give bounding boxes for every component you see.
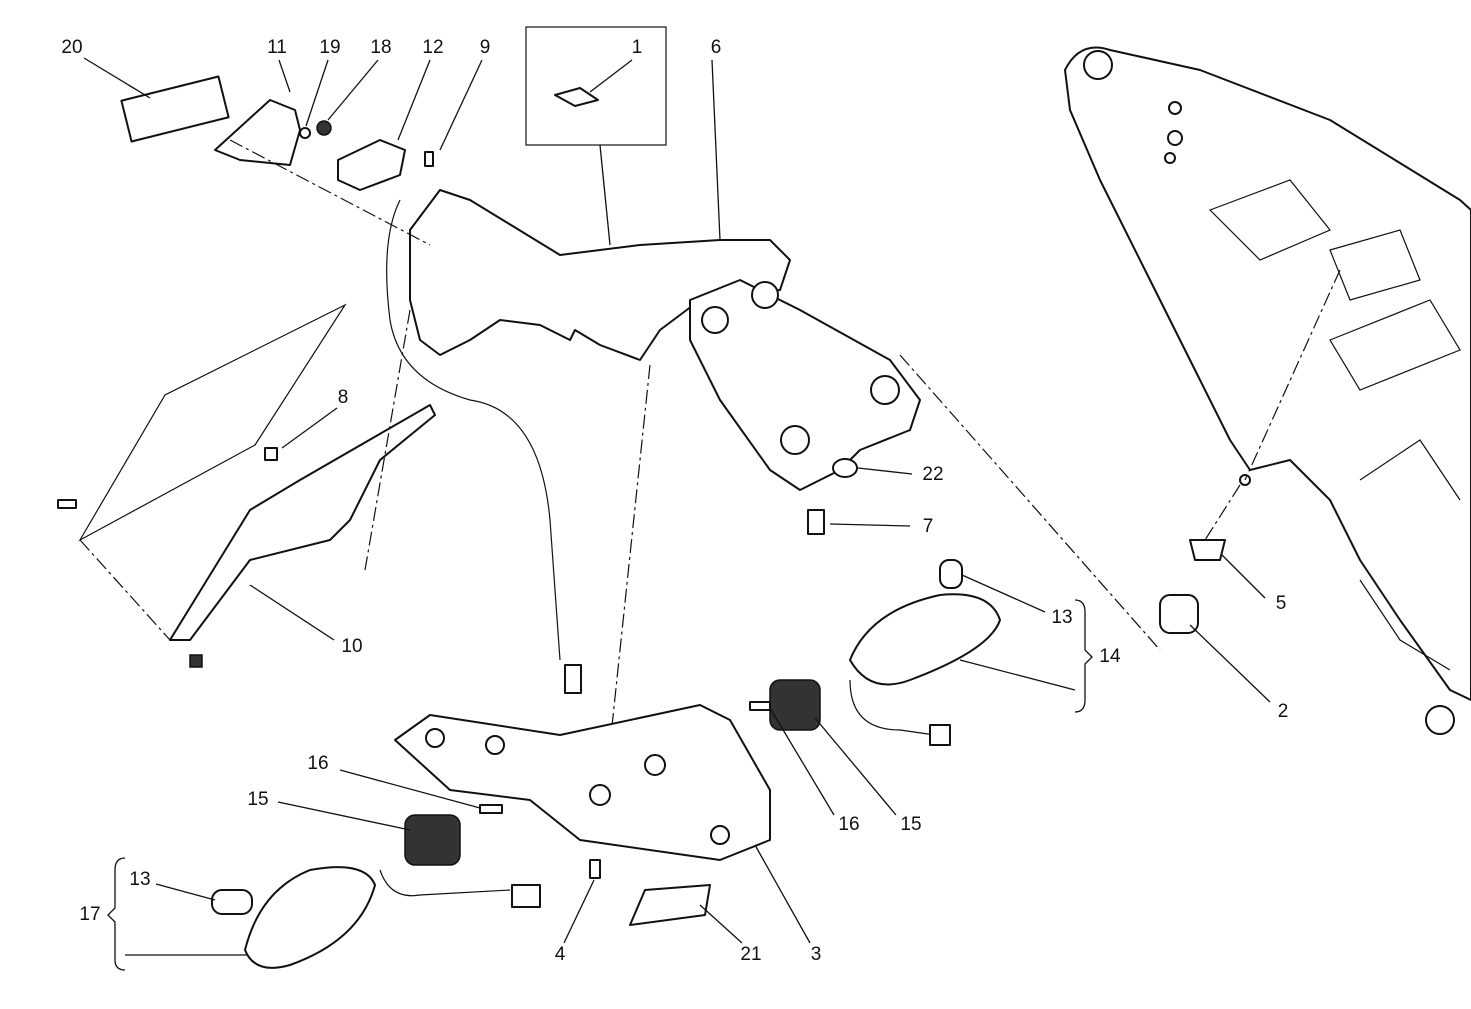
callout-5: 5 (1276, 593, 1287, 614)
callout-18: 18 (370, 37, 391, 58)
bracket-17 (107, 857, 126, 971)
screw (57, 499, 77, 509)
part-21-reflector (629, 884, 711, 926)
inset-box (525, 26, 667, 146)
callout-3: 3 (811, 944, 822, 965)
part-15-grommet-right (769, 679, 821, 731)
callout-1: 1 (632, 37, 643, 58)
callout-4: 4 (555, 944, 566, 965)
part-15-grommet-left (404, 814, 461, 866)
callout-16-left: 16 (307, 753, 328, 774)
part-6-tail-bracket (409, 189, 921, 491)
part-10-plate-holder (169, 404, 436, 641)
callout-7: 7 (923, 516, 934, 537)
part-8-screw (264, 447, 278, 461)
callout-17: 17 (79, 904, 100, 925)
part-2-rubber-mount (1159, 594, 1199, 634)
leader-lines (83, 57, 1271, 956)
part-1-clip (554, 87, 599, 107)
callout-19: 19 (319, 37, 340, 58)
callout-labels: 20 11 19 18 12 9 1 6 8 10 22 7 13 14 5 2… (61, 37, 1288, 965)
callout-12: 12 (422, 37, 443, 58)
part-16-screw-right (749, 701, 771, 711)
part-11-plate (214, 99, 301, 166)
callout-2: 2 (1278, 701, 1289, 722)
part-16-screw-left (479, 804, 503, 814)
license-plate (78, 303, 347, 542)
part-13-bulb-left (211, 889, 253, 915)
part-22-washer (832, 458, 858, 478)
part-7-screw (807, 509, 825, 535)
callout-13-left: 13 (129, 869, 150, 890)
part-14-right-indicator (849, 593, 1001, 686)
part-18-nut (316, 120, 332, 136)
part-17-left-indicator (244, 866, 376, 969)
callout-9: 9 (480, 37, 491, 58)
callout-15-left: 15 (247, 789, 268, 810)
part-12-module (337, 139, 406, 191)
part-20-reflector (120, 75, 230, 143)
rear-subframe (1064, 46, 1471, 735)
wire-harness (386, 199, 561, 661)
callout-15-right: 15 (900, 814, 921, 835)
part-9-screw (424, 151, 434, 167)
nut (189, 654, 203, 668)
part-19-washer (299, 127, 311, 139)
callout-16-right: 16 (838, 814, 859, 835)
callout-20: 20 (61, 37, 82, 58)
callout-22: 22 (922, 464, 943, 485)
callout-11: 11 (267, 37, 287, 58)
callout-8: 8 (338, 387, 349, 408)
connector-right (929, 724, 951, 746)
callout-14: 14 (1099, 646, 1121, 667)
connector-left (511, 884, 541, 908)
part-4-screw (589, 859, 601, 879)
callout-21: 21 (740, 944, 761, 965)
callout-13-right: 13 (1051, 607, 1072, 628)
part-5-bushing (1189, 539, 1226, 561)
connector (564, 664, 582, 694)
bracket-14 (1074, 599, 1093, 713)
part-13-bulb-right (939, 559, 963, 589)
callout-10: 10 (341, 636, 362, 657)
callout-6: 6 (711, 37, 722, 58)
